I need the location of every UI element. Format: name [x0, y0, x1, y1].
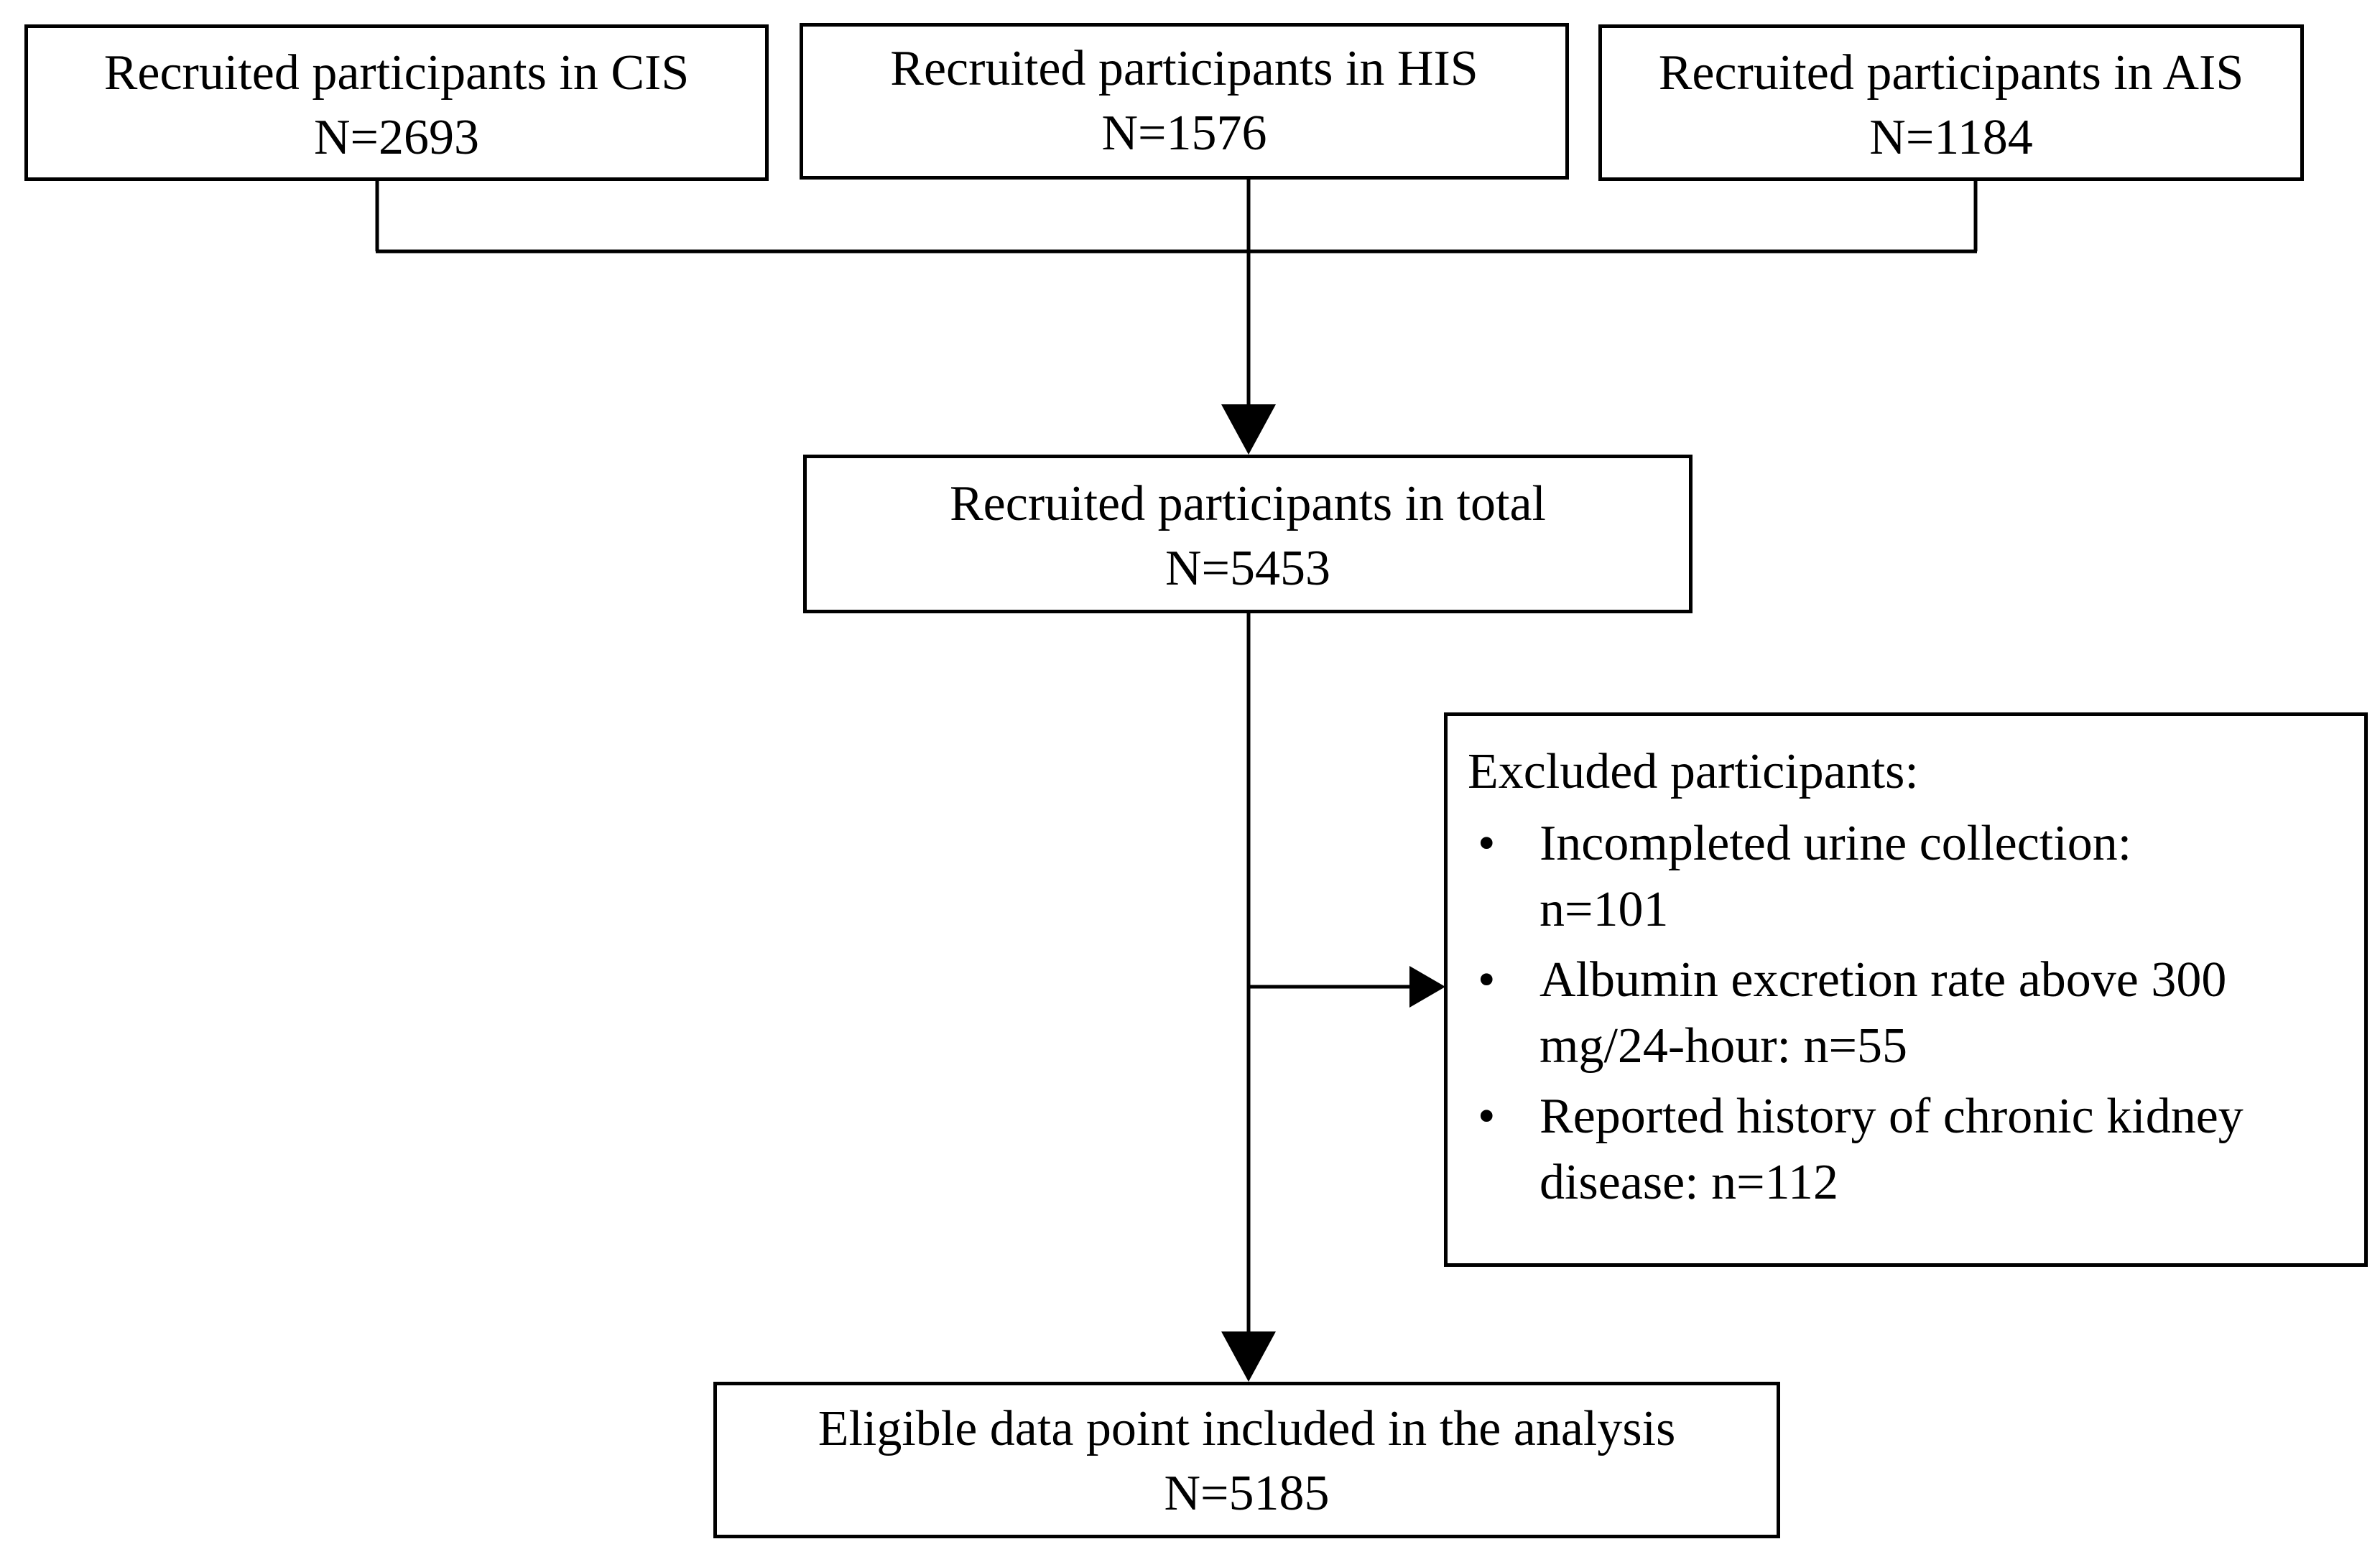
source-count: N=1184: [1869, 110, 2033, 165]
source-count: N=1576: [1101, 106, 1267, 161]
source-box-his: Recruited participants in HIS N=1576: [800, 23, 1569, 180]
source-box-cis: Recruited participants in CIS N=2693: [24, 24, 769, 181]
source-box-ais: Recruited participants in AIS N=1184: [1598, 24, 2304, 181]
source-label: Recruited participants in HIS: [890, 41, 1478, 96]
arrowhead-excluded: [1409, 966, 1445, 1008]
bullet-icon: •: [1478, 952, 1496, 1008]
source-count: N=2693: [313, 110, 480, 165]
excluded-item-text: Incompleted urine collection:: [1539, 816, 2132, 871]
final-box: Eligible data point included in the anal…: [713, 1382, 1780, 1538]
excluded-item: • Incompleted urine collection: n=101: [1468, 811, 2350, 943]
final-count: N=5185: [1164, 1466, 1330, 1521]
source-label: Recruited participants in AIS: [1658, 45, 2244, 101]
bullet-icon: •: [1478, 816, 1496, 871]
excluded-list: • Incompleted urine collection: n=101 • …: [1468, 811, 2350, 1216]
total-box: Recruited participants in total N=5453: [803, 455, 1693, 613]
bullet-icon: •: [1478, 1089, 1496, 1144]
arrowhead-total: [1221, 404, 1276, 455]
excluded-box: Excluded participants: • Incompleted uri…: [1444, 712, 2368, 1267]
arrowhead-final: [1221, 1331, 1276, 1382]
final-label: Eligible data point included in the anal…: [818, 1401, 1676, 1456]
excluded-item-text: disease: n=112: [1539, 1155, 1838, 1210]
total-count: N=5453: [1164, 541, 1331, 596]
excluded-item-text: n=101: [1539, 882, 1669, 937]
total-label: Recruited participants in total: [949, 476, 1547, 531]
excluded-item-text: Reported history of chronic kidney: [1539, 1089, 2244, 1144]
excluded-item-text: Albumin excretion rate above 300: [1539, 952, 2227, 1008]
excluded-item: • Reported history of chronic kidney dis…: [1468, 1084, 2350, 1216]
excluded-item: • Albumin excretion rate above 300 mg/24…: [1468, 947, 2350, 1079]
excluded-heading: Excluded participants:: [1468, 744, 1919, 799]
source-label: Recruited participants in CIS: [103, 45, 690, 101]
excluded-item-text: mg/24-hour: n=55: [1539, 1018, 1907, 1074]
